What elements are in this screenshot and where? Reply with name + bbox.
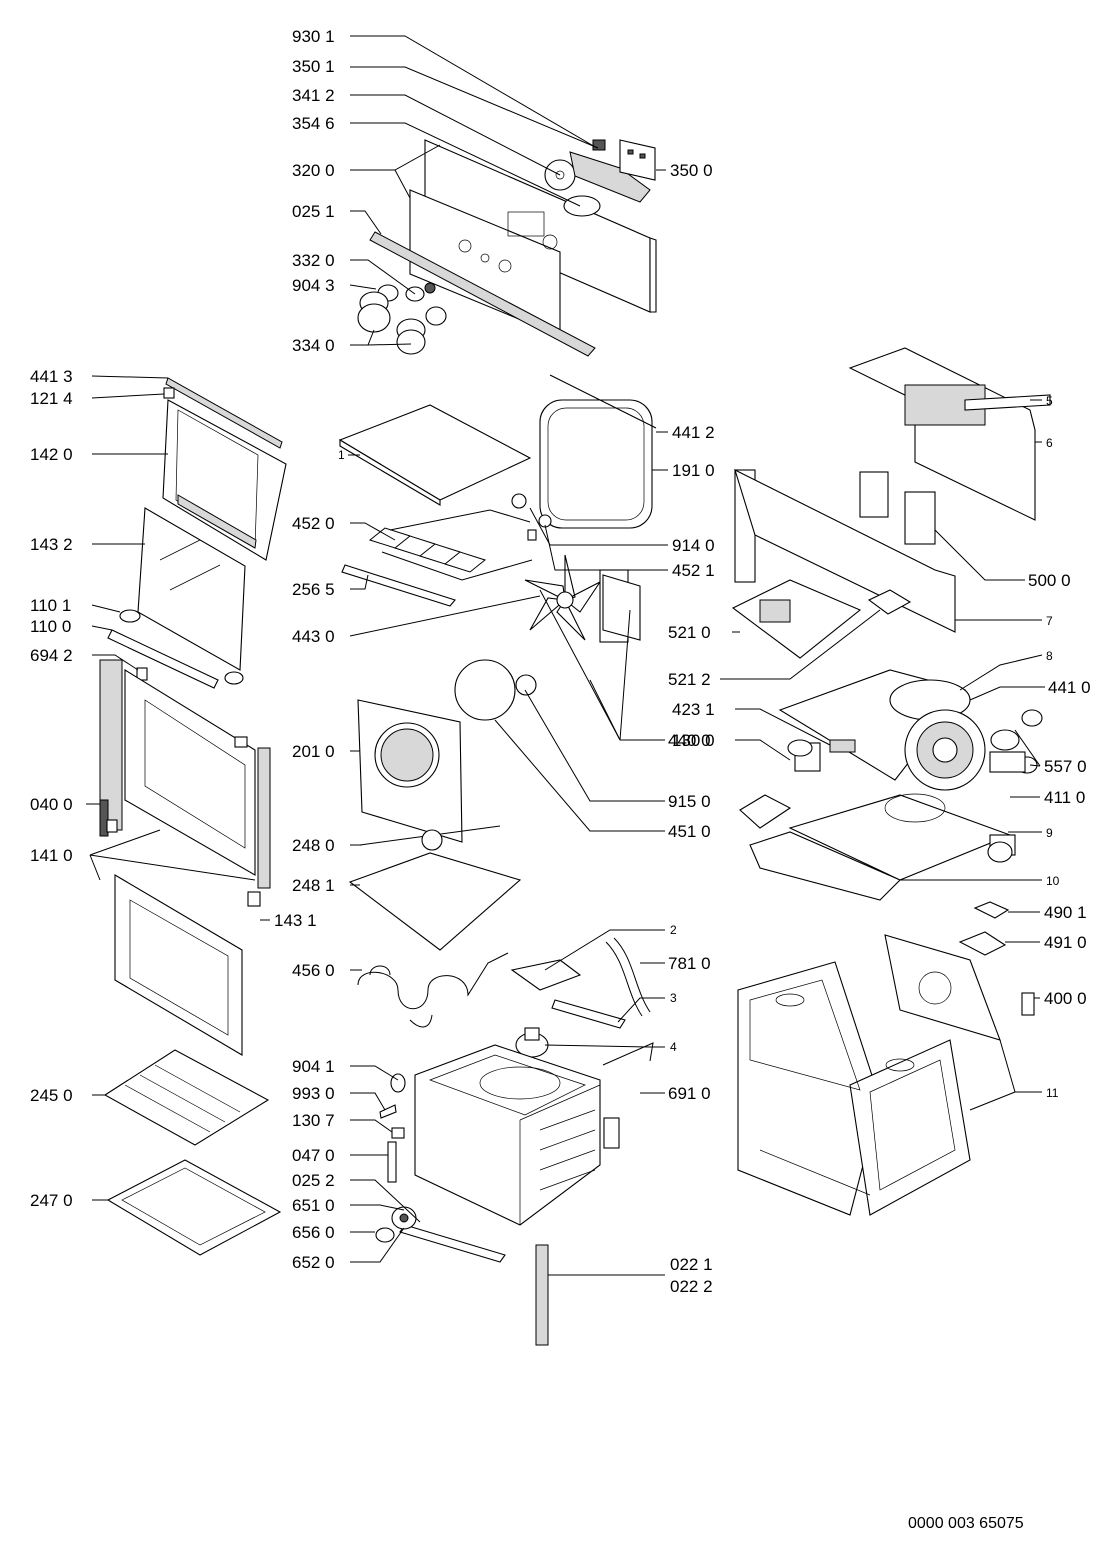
callout-350-0: 350 0 xyxy=(670,161,713,180)
callout-350-1: 350 1 xyxy=(292,57,335,76)
callout-930-1: 930 1 xyxy=(292,27,335,46)
callout-441-0: 441 0 xyxy=(1048,678,1091,697)
callout-691-0: 691 0 xyxy=(668,1084,711,1103)
callout-248-0: 248 0 xyxy=(292,836,335,855)
callout-143-1: 143 1 xyxy=(274,911,317,930)
callout-341-2: 341 2 xyxy=(292,86,335,105)
callout-332-0: 332 0 xyxy=(292,251,335,270)
callout-652-0: 652 0 xyxy=(292,1253,335,1272)
callout-521-0: 521 0 xyxy=(668,623,711,642)
chassis-group xyxy=(737,961,971,1216)
callout-201-0: 201 0 xyxy=(292,742,335,761)
callout-256-5: 256 5 xyxy=(292,580,335,599)
callout-025-1: 025 1 xyxy=(292,202,335,221)
callout-130-0: 130 0 xyxy=(672,731,715,750)
callout-130-7: 130 7 xyxy=(292,1111,335,1130)
callout-914-0: 914 0 xyxy=(672,536,715,555)
callout-142-0: 142 0 xyxy=(30,445,73,464)
callout-143-2: 143 2 xyxy=(30,535,73,554)
callout-022-2: 022 2 xyxy=(670,1277,713,1296)
callout-7: 7 xyxy=(1046,614,1053,628)
callout-4: 4 xyxy=(670,1040,677,1054)
drawing-number: 0000 003 65075 xyxy=(908,1515,1024,1532)
callout-400-0: 400 0 xyxy=(1044,989,1087,1008)
callout-334-0: 334 0 xyxy=(292,336,335,355)
callout-121-4: 121 4 xyxy=(30,389,73,408)
callout-694-2: 694 2 xyxy=(30,646,73,665)
callout-452-0: 452 0 xyxy=(292,514,335,533)
callout-11: 11 xyxy=(1046,1086,1059,1100)
control-panel-group xyxy=(357,139,657,357)
callout-8: 8 xyxy=(1046,649,1053,663)
callout-651-0: 651 0 xyxy=(292,1196,335,1215)
callout-440-0: 440 0 xyxy=(668,731,711,750)
callout-656-0: 656 0 xyxy=(292,1223,335,1242)
callout-6: 6 xyxy=(1046,436,1053,450)
callout-441-3: 441 3 xyxy=(30,367,73,386)
oven-cavity-group xyxy=(375,1042,654,1346)
callout-3: 3 xyxy=(670,991,677,1005)
callout-5: 5 xyxy=(1046,394,1053,408)
callout-452-1: 452 1 xyxy=(672,561,715,580)
callout-022-1: 022 1 xyxy=(670,1255,713,1274)
callout-2: 2 xyxy=(670,923,677,937)
callout-441-2: 441 2 xyxy=(672,423,715,442)
callout-245-0: 245 0 xyxy=(30,1086,73,1105)
callout-191-0: 191 0 xyxy=(672,461,715,480)
callout-490-1: 490 1 xyxy=(1044,903,1087,922)
cavity-parts-group xyxy=(338,374,657,1058)
callout-915-0: 915 0 xyxy=(668,792,711,811)
callout-320-0: 320 0 xyxy=(292,161,335,180)
callout-443-0: 443 0 xyxy=(292,627,335,646)
callout-904-3: 904 3 xyxy=(292,276,335,295)
callout-1: 1 xyxy=(338,448,345,462)
racks-group xyxy=(103,1049,282,1256)
callout-047-0: 047 0 xyxy=(292,1146,335,1165)
callout-904-1: 904 1 xyxy=(292,1057,335,1076)
callout-451-0: 451 0 xyxy=(668,822,711,841)
callout-354-6: 354 6 xyxy=(292,114,335,133)
callout-491-0: 491 0 xyxy=(1044,933,1087,952)
callout-411-0: 411 0 xyxy=(1044,788,1085,807)
callout-110-1: 110 1 xyxy=(30,596,71,615)
door-group xyxy=(99,377,287,1056)
callout-781-0: 781 0 xyxy=(668,954,711,973)
callout-9: 9 xyxy=(1046,826,1053,840)
callout-141-0: 141 0 xyxy=(30,846,73,865)
leader-lines xyxy=(86,35,1045,1276)
callout-040-0: 040 0 xyxy=(30,795,73,814)
callout-423-1: 423 1 xyxy=(672,700,715,719)
callout-456-0: 456 0 xyxy=(292,961,335,980)
callout-025-2: 025 2 xyxy=(292,1171,335,1190)
callout-521-2: 521 2 xyxy=(668,670,711,689)
callout-557-0: 557 0 xyxy=(1044,757,1087,776)
electronics-group xyxy=(731,347,1051,1041)
callout-500-0: 500 0 xyxy=(1028,571,1071,590)
callout-993-0: 993 0 xyxy=(292,1084,335,1103)
callout-247-0: 247 0 xyxy=(30,1191,73,1210)
callout-110-0: 110 0 xyxy=(30,617,71,636)
callout-10: 10 xyxy=(1046,874,1060,888)
callout-248-1: 248 1 xyxy=(292,876,335,895)
callout-labels: 930 1 350 1 341 2 354 6 320 0 025 1 332 … xyxy=(30,27,1091,1296)
